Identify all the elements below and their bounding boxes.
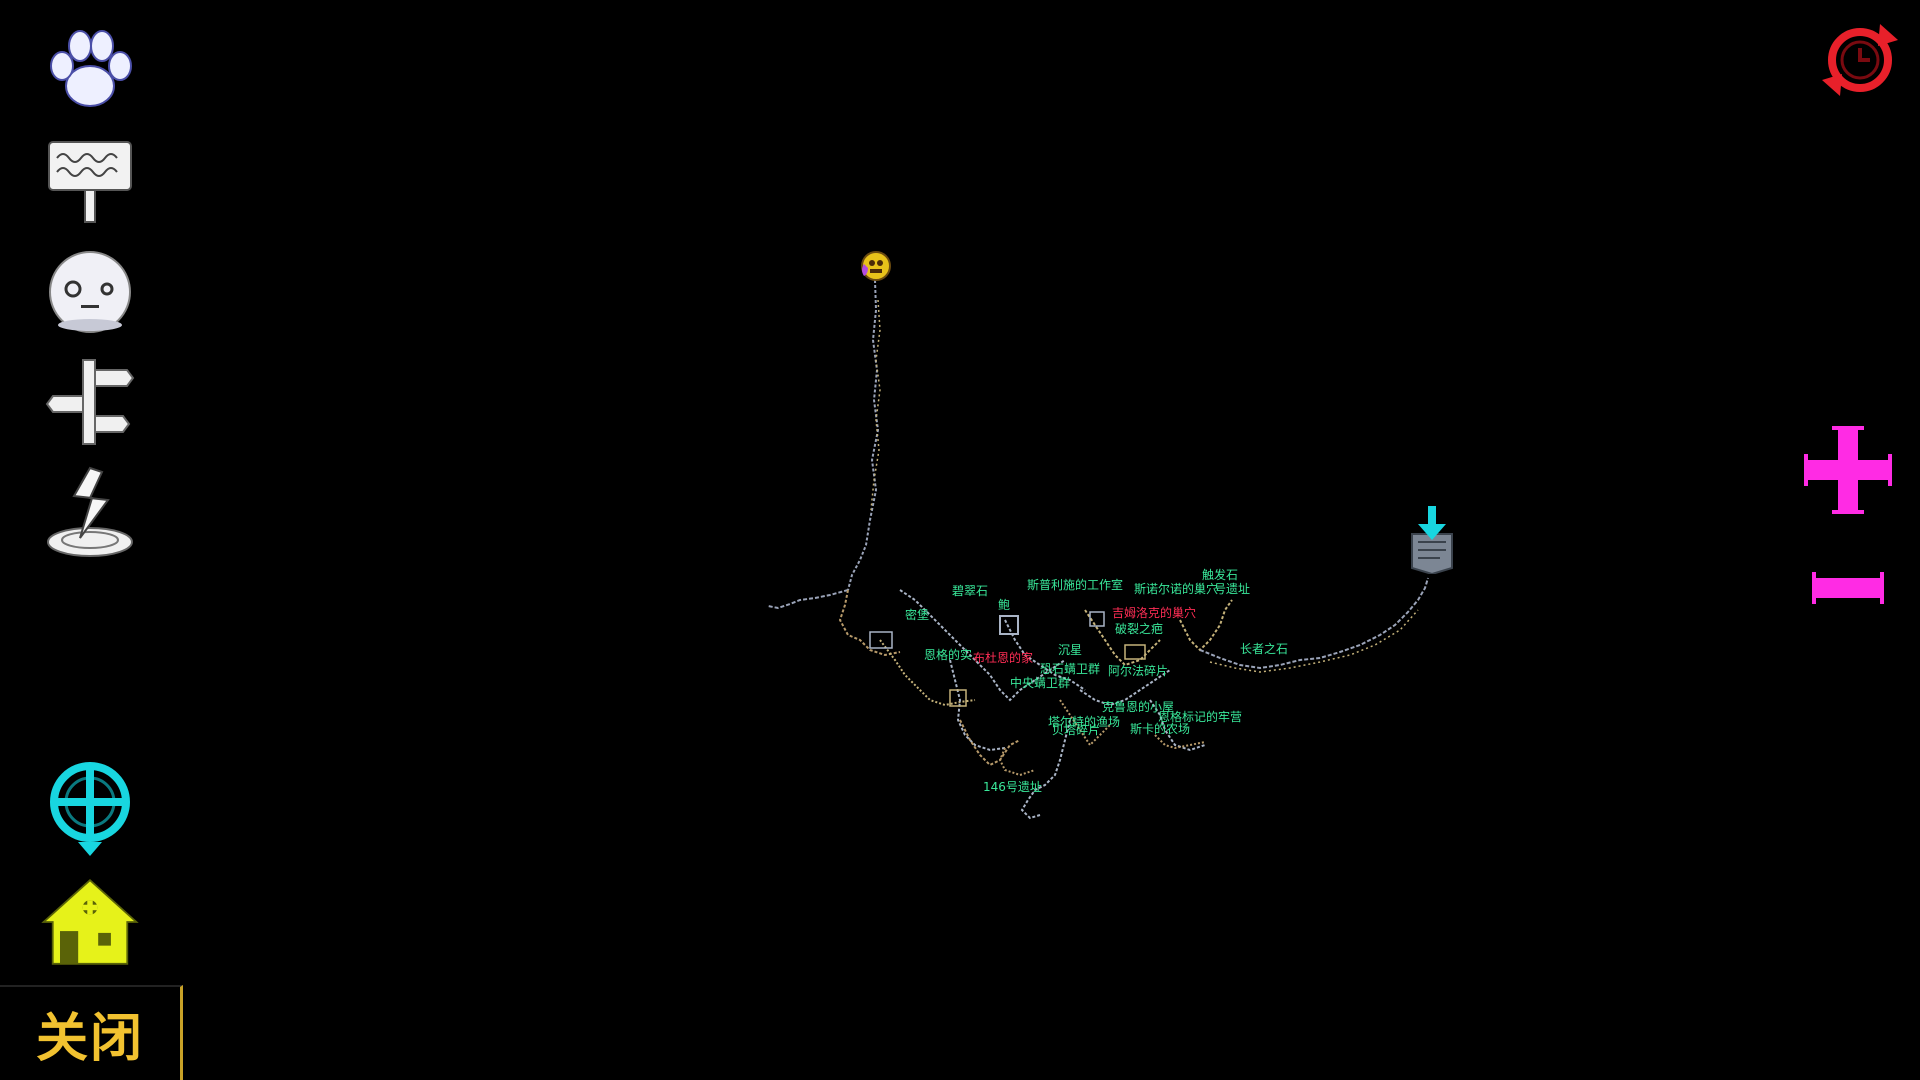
map-label[interactable]: 中央螨卫群 (1010, 676, 1071, 690)
waypoint-marker-icon[interactable] (1404, 504, 1460, 574)
tool-face[interactable] (40, 242, 140, 342)
minus-icon (1812, 572, 1884, 604)
tool-direction[interactable] (40, 352, 140, 452)
paw-icon (50, 30, 132, 107)
map-label[interactable]: 斯卡的农场 (1130, 722, 1191, 736)
player-location-icon[interactable] (858, 248, 894, 284)
close-button-label: 关闭 (35, 1009, 144, 1069)
refresh-button[interactable] (1818, 18, 1902, 102)
crosshair-locate-icon (50, 762, 130, 856)
home-icon (41, 878, 139, 965)
map-label[interactable]: 碧翠石 (952, 584, 989, 598)
map-label[interactable]: 斯普利施的工作室 (1027, 578, 1124, 592)
tool-paw[interactable] (40, 20, 140, 120)
zoom-in-button[interactable] (1802, 424, 1894, 516)
map-label[interactable]: 沉星 (1058, 643, 1083, 657)
tool-signpost[interactable] (40, 132, 140, 232)
map-label[interactable]: 长者之石 (1240, 642, 1289, 656)
tool-locate[interactable] (40, 758, 140, 858)
lightning-pad-icon (47, 466, 133, 557)
plus-icon (1804, 426, 1892, 514)
direction-sign-icon (45, 359, 135, 445)
map-label[interactable]: 破裂之疤 (1115, 622, 1164, 636)
zoom-out-button[interactable] (1810, 568, 1886, 608)
map-label[interactable]: 号遗址 (1214, 582, 1251, 596)
signpost-icon (48, 141, 132, 223)
map-label[interactable]: 吉姆洛克的巢穴 (1112, 606, 1197, 620)
map-label[interactable]: 克鲁恩的小屋 (1102, 700, 1175, 714)
map-label[interactable]: 146号遗址 (983, 780, 1042, 794)
map-label[interactable]: 恩格标记的牢营 (1158, 710, 1243, 724)
refresh-icon (1822, 24, 1898, 96)
face-icon (49, 251, 131, 333)
map-label[interactable]: 布杜恩的家 (973, 651, 1034, 665)
tool-lightning-pad[interactable] (40, 462, 140, 562)
map-label[interactable]: 恐石螨卫群 (1040, 662, 1101, 676)
map-label[interactable]: 斯诺尔诺的巢穴 (1134, 582, 1219, 596)
map-label[interactable]: 贝塔碎片 (1052, 723, 1101, 737)
map-label[interactable]: 阿尔法碎片 (1108, 664, 1169, 678)
map-label[interactable]: 触发石 (1202, 568, 1239, 582)
close-button[interactable]: 关闭 (0, 985, 183, 1080)
map-label[interactable]: 恩格的实 (924, 648, 973, 662)
tool-home[interactable] (40, 872, 140, 972)
map-label[interactable]: 塔尔特的渔场 (1048, 715, 1121, 729)
map-label[interactable]: 密堡 (905, 608, 930, 622)
map-label[interactable]: 鲍 (998, 598, 1011, 612)
